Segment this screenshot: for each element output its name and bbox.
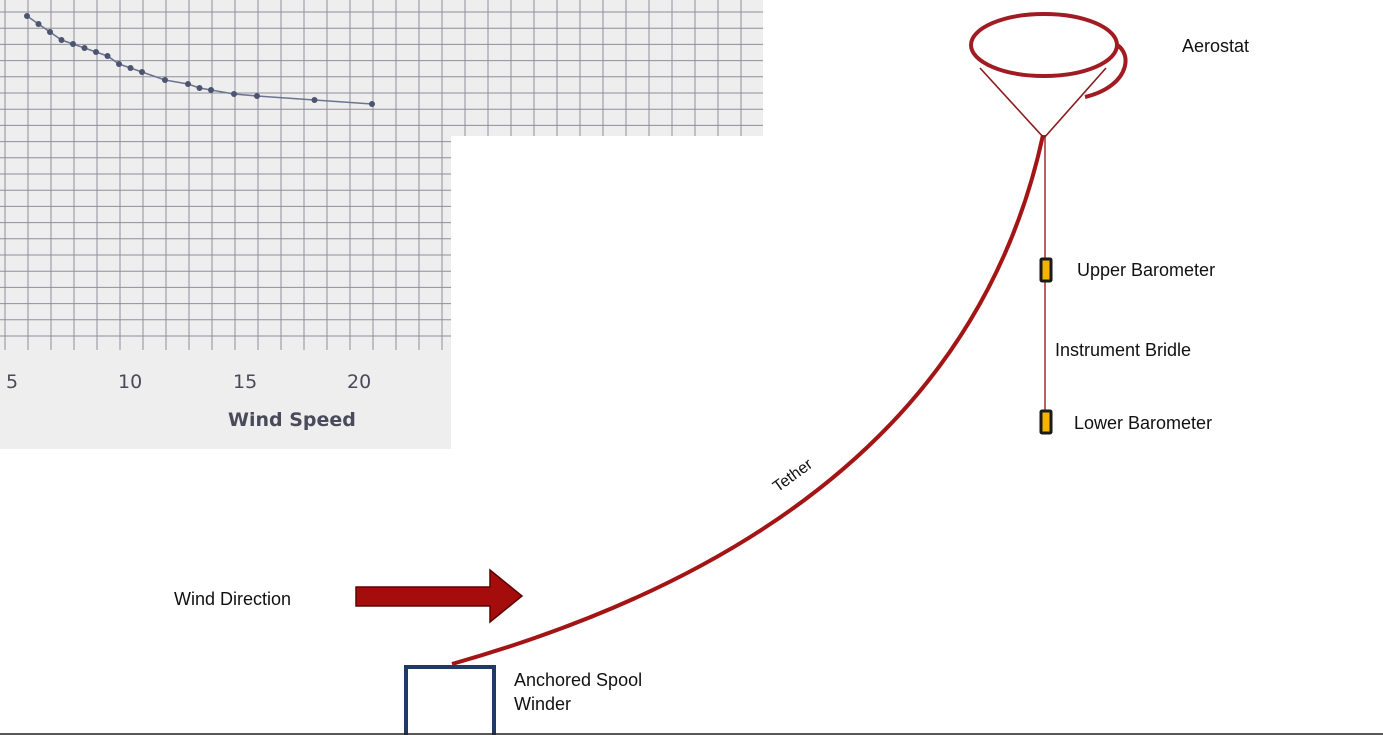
chart-data-point <box>208 87 214 93</box>
chart-bg-lower <box>0 136 451 449</box>
chart-x-tick: 10 <box>118 371 143 393</box>
upper-barometer-icon <box>1039 257 1053 283</box>
chart-fragment <box>0 0 771 456</box>
wind-arrow-icon <box>355 568 524 624</box>
spool-winder-icon <box>404 665 496 735</box>
chart-x-axis-title: Wind Speed <box>228 409 356 431</box>
spool-label: Anchored Spool Winder <box>514 668 642 716</box>
chart-data-point <box>196 85 203 91</box>
chart-data-point <box>70 41 76 47</box>
aerostat-label: Aerostat <box>1182 36 1250 56</box>
chart-points <box>24 13 375 107</box>
chart-data-point <box>231 91 237 97</box>
chart-data-point <box>35 21 42 27</box>
chart-data-point <box>311 97 318 103</box>
spool-label-line1: Anchored Spool <box>514 670 643 690</box>
chart-data-point <box>104 53 111 59</box>
chart-x-tick: 20 <box>347 371 372 393</box>
wind-direction-label: Wind Direction <box>174 589 292 609</box>
spool-label-line2: Winder <box>514 694 572 714</box>
upper-barometer-label: Upper Barometer <box>1077 260 1216 280</box>
chart-data-point <box>162 77 168 83</box>
lower-barometer-label: Lower Barometer <box>1074 413 1213 433</box>
chart-cutout <box>451 136 771 456</box>
chart-grid <box>0 0 763 350</box>
chart-data-point <box>58 37 65 43</box>
chart-data-point <box>139 69 145 75</box>
chart-x-tick: 15 <box>233 371 258 393</box>
chart-data-point <box>254 93 260 99</box>
aerostat-balloon-icon <box>969 12 1128 139</box>
chart-x-tick: 5 <box>6 371 19 393</box>
instrument-bridle-label: Instrument Bridle <box>1055 340 1192 360</box>
lower-barometer-icon <box>1039 409 1053 435</box>
chart-data-point <box>116 61 122 67</box>
chart-data-point <box>81 45 88 51</box>
tether-line <box>451 134 1045 666</box>
chart-bg-upper <box>0 0 763 136</box>
chart-data-point <box>93 49 99 55</box>
chart-data-point <box>127 65 134 71</box>
chart-data-point <box>47 29 53 35</box>
chart-data-point <box>369 101 375 107</box>
chart-data-point <box>24 13 30 19</box>
chart-data-point <box>185 81 191 87</box>
